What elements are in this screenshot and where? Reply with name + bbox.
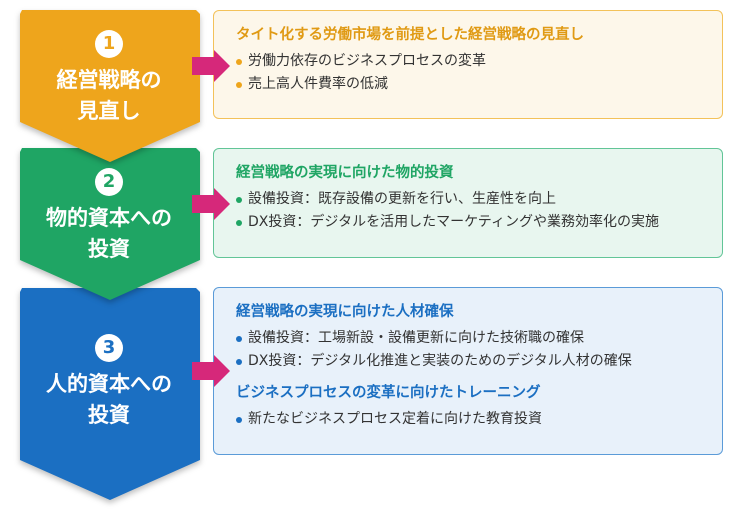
list-item: DX投資：デジタル化推進と実装のためのデジタル人材の確保 xyxy=(236,350,722,373)
step-3-chevron: 3 人的資本への 投資 xyxy=(18,288,202,502)
arrow-right-icon xyxy=(192,355,230,387)
section-heading: ビジネスプロセスの変革に向けたトレーニング xyxy=(236,385,541,401)
step-2-title-line: 物的資本への xyxy=(46,206,172,230)
step-1-title-line: 見直し xyxy=(77,99,141,123)
step-3-detail-box: 経営戦略の実現に向けた人材確保 設備投資：工場新設・設備更新に向けた技術職の確保… xyxy=(213,287,723,455)
step-2-chevron: 2 物的資本への 投資 xyxy=(18,148,202,302)
step-1-title: 経営戦略の 見直し xyxy=(18,65,200,127)
list-item: 設備投資：既存設備の更新を行い、生産性を向上 xyxy=(236,188,722,211)
step-3-number: 3 xyxy=(95,334,123,362)
list-item: 労働力依存のビジネスプロセスの変革 xyxy=(236,50,722,73)
step-3-title: 人的資本への 投資 xyxy=(18,369,200,431)
step-2-detail-box: 経営戦略の実現に向けた物的投資 設備投資：既存設備の更新を行い、生産性を向上 D… xyxy=(213,148,723,258)
arrow-right-icon xyxy=(192,50,230,82)
list-item: DX投資：デジタルを活用したマーケティングや業務効率化の実施 xyxy=(236,211,722,234)
step-2-title-line: 投資 xyxy=(88,237,130,261)
step-2-title: 物的資本への 投資 xyxy=(18,203,200,265)
step-1-detail-box: タイト化する労働市場を前提とした経営戦略の見直し 労働力依存のビジネスプロセスの… xyxy=(213,10,723,119)
list-item: 売上高人件費率の低減 xyxy=(236,73,722,96)
step-1-title-line: 経営戦略の xyxy=(56,68,162,92)
section-heading: 経営戦略の実現に向けた人材確保 xyxy=(236,304,454,320)
arrow-right-icon xyxy=(192,188,230,220)
step-1-chevron: 1 経営戦略の 見直し xyxy=(18,10,202,164)
list-item: 新たなビジネスプロセス定着に向けた教育投資 xyxy=(236,408,722,431)
step-1-number: 1 xyxy=(95,30,123,58)
section-heading: タイト化する労働市場を前提とした経営戦略の見直し xyxy=(236,27,584,43)
step-3-title-line: 投資 xyxy=(88,403,130,427)
step-2-number: 2 xyxy=(95,168,123,196)
step-3-title-line: 人的資本への xyxy=(46,372,172,396)
list-item: 設備投資：工場新設・設備更新に向けた技術職の確保 xyxy=(236,327,722,350)
section-heading: 経営戦略の実現に向けた物的投資 xyxy=(236,165,454,181)
